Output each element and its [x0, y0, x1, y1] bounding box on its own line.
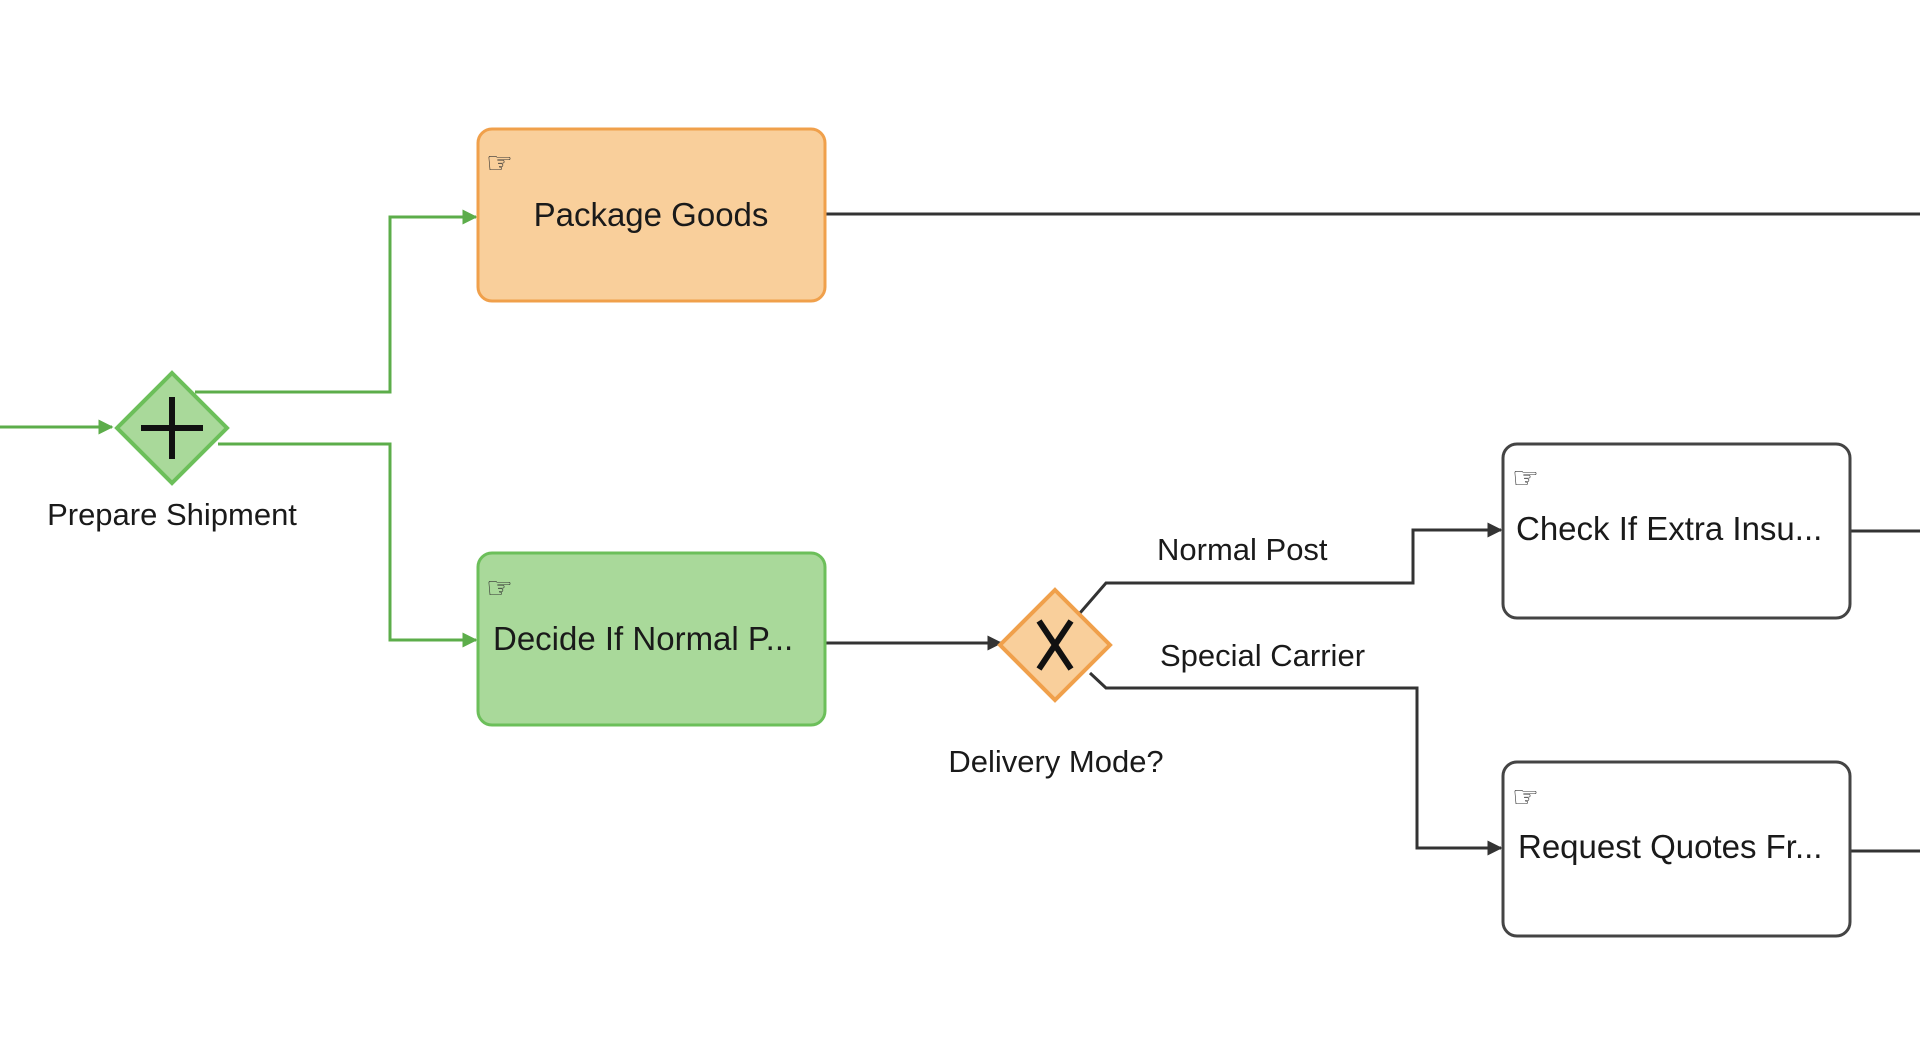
task-decide-normal-post[interactable]: ☞ Decide If Normal P...	[476, 551, 827, 727]
task-package-goods[interactable]: ☞ Package Goods	[476, 127, 827, 303]
gateway-label-prepare-shipment: Prepare Shipment	[47, 497, 297, 532]
flow-label-normal-post: Normal Post	[1157, 532, 1328, 567]
task-box	[1501, 442, 1852, 620]
x-icon	[1036, 619, 1074, 671]
sequence-flow-to-decide-normal-post[interactable]	[218, 442, 478, 648]
task-label: Request Quotes Fr...	[1518, 828, 1822, 865]
manual-task-hand-icon: ☞	[1512, 780, 1539, 815]
manual-task-hand-icon: ☞	[486, 571, 513, 606]
exclusive-gateway-delivery-mode[interactable]	[997, 587, 1113, 703]
task-box	[1501, 760, 1852, 938]
task-check-extra-insurance[interactable]: ☞ Check If Extra Insu...	[1501, 442, 1852, 620]
manual-task-hand-icon: ☞	[1512, 461, 1539, 496]
task-request-quotes[interactable]: ☞ Request Quotes Fr...	[1501, 760, 1852, 938]
task-label: Check If Extra Insu...	[1516, 510, 1822, 547]
task-box	[476, 551, 827, 727]
sequence-flow-to-package-goods[interactable]	[195, 209, 478, 394]
task-label: Package Goods	[534, 196, 769, 233]
task-box	[476, 127, 827, 303]
gateway-label-delivery-mode: Delivery Mode?	[948, 744, 1163, 779]
parallel-gateway-prepare-shipment[interactable]	[114, 370, 230, 486]
plus-icon	[141, 397, 203, 459]
task-label: Decide If Normal P...	[493, 620, 793, 657]
sequence-flow-normal-post[interactable]	[1078, 522, 1503, 614]
sequence-flow-special-carrier[interactable]	[1088, 671, 1503, 856]
manual-task-hand-icon: ☞	[486, 146, 513, 181]
flow-label-special-carrier: Special Carrier	[1160, 638, 1365, 673]
